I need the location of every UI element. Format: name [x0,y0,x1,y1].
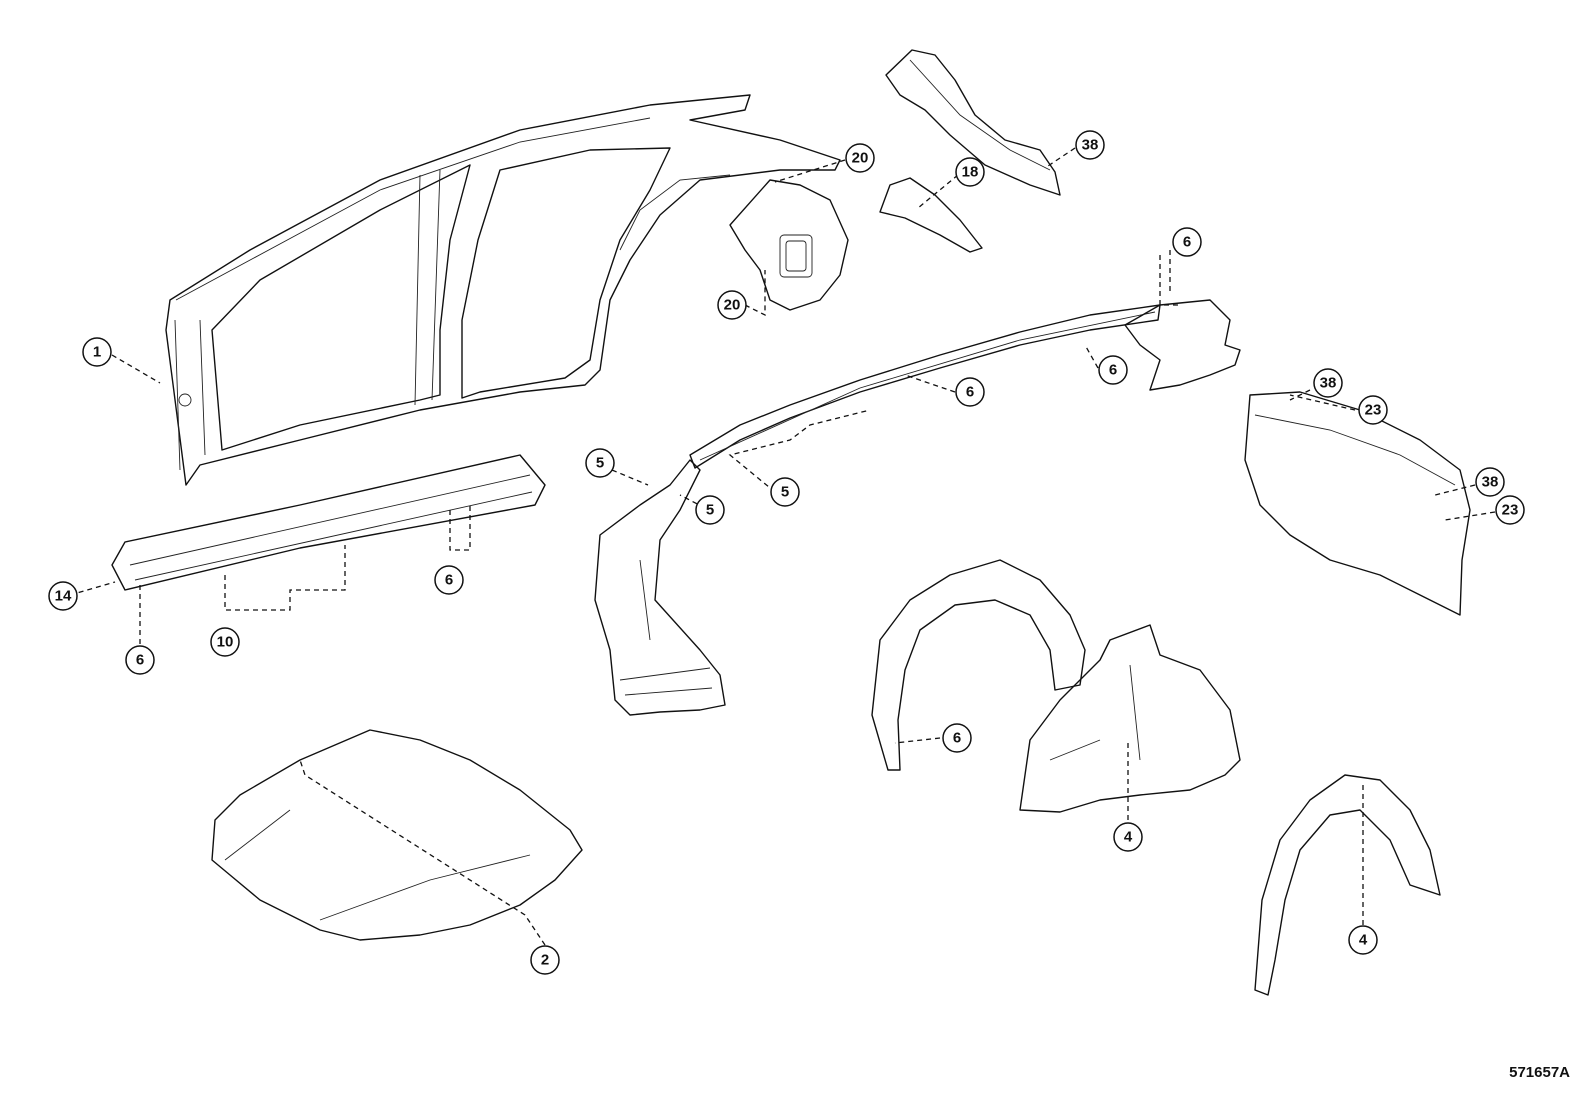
front-apron-part [594,459,726,716]
callout-5-middle: 5 [695,495,725,525]
callout-10: 10 [210,627,240,657]
callout-23-dash-right: 23 [1495,495,1525,525]
callout-5-right: 5 [770,477,800,507]
quarter-inner-part [729,179,849,311]
svg-text:20: 20 [852,150,869,167]
small-bracket-part [879,177,983,253]
callout-1: 1 [82,337,112,367]
dash-panel-part [1244,391,1471,616]
figure-code: 571657A [1509,1064,1570,1081]
svg-text:23: 23 [1365,402,1382,419]
callout-20-lower: 20 [717,290,747,320]
svg-text:6: 6 [966,384,974,401]
rocker-panel-part [111,454,546,591]
svg-text:10: 10 [217,634,234,651]
right-apron-part [1124,299,1241,391]
svg-text:6: 6 [1183,234,1191,251]
callout-4-rear: 4 [1348,925,1378,955]
front-wheel-housing-part [871,559,1086,771]
svg-text:38: 38 [1320,375,1337,392]
callout-6-apron-lower: 6 [1098,355,1128,385]
svg-text:38: 38 [1482,474,1499,491]
callout-6-apron-top: 6 [1172,227,1202,257]
callout-20-upper: 20 [845,143,875,173]
callout-14: 14 [48,581,78,611]
callout-6-rocker-left: 6 [125,645,155,675]
svg-text:4: 4 [1124,829,1133,846]
upper-bracket-part [885,49,1061,196]
front-inner-apron-part [1019,624,1241,813]
callout-38-top: 38 [1075,130,1105,160]
svg-text:6: 6 [445,572,453,589]
svg-text:14: 14 [55,588,72,605]
svg-text:1: 1 [93,344,101,361]
callout-5-left: 5 [585,448,615,478]
svg-text:6: 6 [136,652,144,669]
upper-rail-part [689,304,1161,469]
rear-wheel-housing-part [1254,774,1441,996]
callout-18: 18 [955,157,985,187]
callout-38-dash-top: 38 [1313,368,1343,398]
svg-text:20: 20 [724,297,741,314]
svg-text:2: 2 [541,952,549,969]
leader-lines [69,147,1496,946]
callout-38-dash-right: 38 [1475,467,1505,497]
callout-4-front: 4 [1113,822,1143,852]
callout-2: 2 [530,945,560,975]
callout-6-rocker-right: 6 [434,565,464,595]
svg-text:6: 6 [1109,362,1117,379]
svg-text:4: 4 [1359,932,1368,949]
svg-text:38: 38 [1082,137,1099,154]
svg-text:5: 5 [706,502,714,519]
svg-text:6: 6 [953,730,961,747]
svg-text:5: 5 [596,455,604,472]
svg-text:23: 23 [1502,502,1519,519]
callout-6-rail: 6 [955,377,985,407]
callout-23-dash-top: 23 [1358,395,1388,425]
side-outer-panel-part [165,94,841,486]
callout-6-wheelhouse: 6 [942,723,972,753]
svg-text:18: 18 [962,164,979,181]
hood-part [211,729,583,941]
svg-text:5: 5 [781,484,789,501]
